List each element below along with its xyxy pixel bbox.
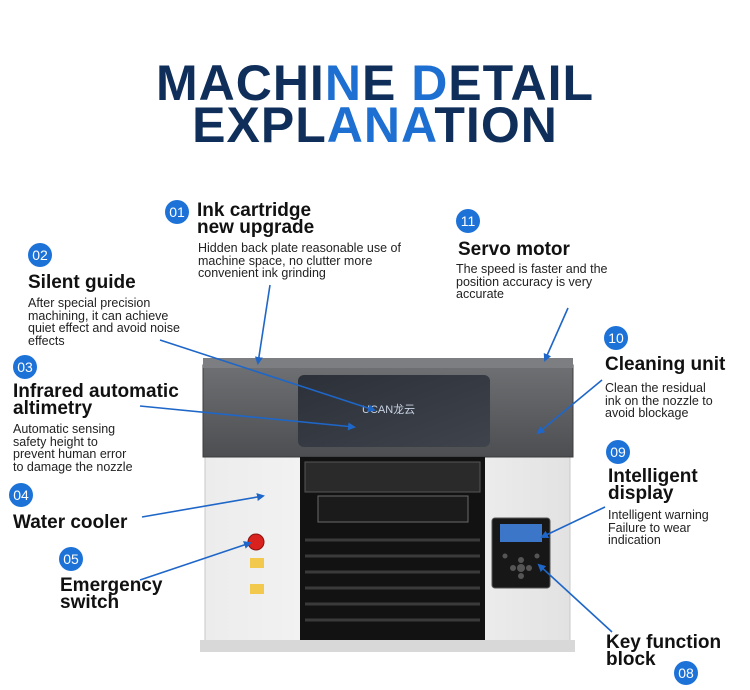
arrow-05 [139,541,252,581]
callout-description: Automatic sensing safety height to preve… [13,423,133,473]
callout-text-line: to damage the nozzle [13,459,133,474]
callout-text-line: ink on the nozzle to [605,393,713,408]
callout-text-line: prevent human error [13,447,127,461]
callout-heading: Cleaning unit [605,354,726,375]
callout-heading: Infrared automatic altimetry [13,381,179,419]
callout-text-line: Hidden back plate reasonable use of [198,241,401,255]
tray-slots [305,538,480,622]
callout-description: After special precision machining, it ca… [28,297,180,347]
callout-number-badge: 10 [604,326,628,350]
callout-number-badge: 04 [9,483,33,507]
title-segment: ANA [326,97,435,153]
machine-foot [200,640,575,652]
callout-text-line: new upgrade [197,217,315,238]
callout-heading: Emergency switch [60,575,163,613]
arrow-11 [543,307,569,362]
callout-number-badge: 09 [606,440,630,464]
title-segment: TION [434,97,558,153]
print-tray [317,495,469,523]
callout-description: Hidden back plate reasonable use of mach… [198,242,401,280]
page-title-line-2: EXPLANATION [0,100,750,150]
callout-heading: Intelligent display [608,466,698,504]
callout-description: The speed is faster and the position acc… [456,263,607,301]
callout-number-badge: 01 [165,200,189,224]
callout-text-line: Infrared automatic [13,381,179,402]
callout-number-badge: 02 [28,243,52,267]
title-segment: N [324,55,362,111]
callout-number-badge: 11 [456,209,480,233]
emergency-switch-knob [247,533,265,551]
arrow-08 [537,563,613,633]
title-segment: D [411,55,449,111]
arrow-09 [540,506,606,539]
callout-text-line: accurate [456,287,504,301]
control-keypad [502,553,540,579]
callout-text-line: avoid blockage [605,406,689,420]
callout-text-line: Silent guide [28,272,136,293]
title-segment: EXPL [192,97,327,153]
callout-text-line: Intelligent [608,466,698,487]
callout-number-badge: 08 [674,661,698,685]
warning-label [250,558,264,568]
callout-text-line: safety height to [13,434,98,449]
callout-text-line: indication [608,533,661,547]
callout-text-line: block [606,649,656,670]
print-platform [304,461,481,493]
title-segment: ETAIL [448,55,595,111]
callout-text-line: effects [28,333,65,348]
callout-heading: Key function block [606,632,722,670]
callout-text-line: convenient ink grinding [198,266,326,280]
callout-text-line: Cleaning unit [605,354,726,375]
callout-text-line: position accuracy is very [456,274,593,289]
control-display [500,524,542,542]
callout-text-line: Servo motor [458,239,570,260]
callout-heading: Water cooler [13,512,128,533]
callout-text-line: Ink cartridge [197,200,312,221]
machine-window [298,375,490,447]
callout-text-line: Emergency [60,575,163,596]
warning-label [250,584,264,594]
arrow-03 [139,405,356,431]
callout-heading: Silent guide [28,272,136,293]
arrow-04 [141,493,265,518]
callout-text-line: Water cooler [13,512,128,533]
arrow-01 [254,284,271,365]
callout-text-line: machining, it can achieve [28,308,169,323]
callout-text-line: Automatic sensing [13,422,116,436]
machine-top-lid [203,358,573,368]
callout-text-line: After special precision [28,296,151,310]
callout-heading: Servo motor [458,239,570,260]
page-title-line-1: MACHINE DETAIL [0,58,750,108]
callout-number-badge: 05 [59,547,83,571]
callout-text-line: altimetry [13,398,93,419]
callout-text-line: switch [60,592,120,613]
callout-description: Intelligent warning Failure to wear indi… [608,509,709,547]
callout-description: Clean the residual ink on the nozzle to … [605,382,713,420]
callout-text-line: Clean the residual [605,381,706,395]
arrow-02 [159,339,376,412]
callout-text-line: Intelligent warning [608,508,709,522]
callout-heading: Ink cartridge new upgrade [197,200,315,238]
callout-number-badge: 03 [13,355,37,379]
callout-text-line: Failure to wear [608,520,691,535]
title-segment: E [361,55,412,111]
callout-text-line: Key function [606,632,722,653]
callout-text-line: quiet effect and avoid noise [28,321,180,335]
callout-text-line: machine space, no clutter more [198,253,373,268]
callout-text-line: The speed is faster and the [456,262,608,276]
title-segment: MACHI [155,55,325,111]
arrow-10 [536,379,603,435]
callout-text-line: display [608,483,674,504]
